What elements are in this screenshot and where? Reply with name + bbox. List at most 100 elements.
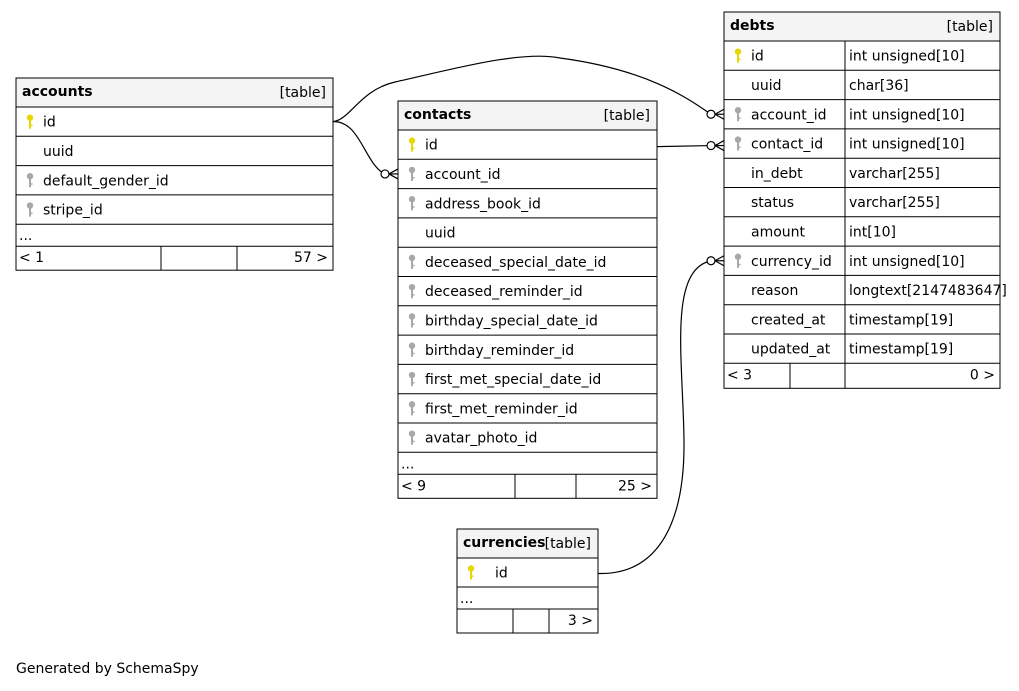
table-type-label: [table] [604,108,650,124]
column-name: reason [751,283,798,299]
foreign-key-icon [26,173,34,188]
column-name: in_debt [751,166,803,182]
table-accounts[interactable]: accounts [table] id uuid default_gender_idst… [15,77,334,271]
table-type-label: [table] [280,85,326,101]
column-name: id [43,115,56,131]
column-name: uuid [43,144,74,160]
relationship-edges [332,55,725,575]
relationship-debts-contact_id[interactable] [656,140,725,152]
column-row[interactable]: first_met_special_date_id [398,371,657,395]
column-row[interactable]: uuid char[36] [724,70,1000,101]
column-name: contact_id [751,137,823,153]
column-name: deceased_special_date_id [425,255,606,271]
children-count: 0 > [970,367,995,383]
column-name: avatar_photo_id [425,431,537,447]
table-name: debts [730,18,775,34]
crows-foot-marker [380,168,399,180]
column-name: first_met_special_date_id [425,372,601,388]
table-name: currencies [463,535,545,551]
column-name: id [495,566,508,582]
column-type: int unsigned[10] [849,137,965,153]
relationship-debts-currency_id[interactable] [597,255,725,575]
column-row[interactable]: account_id [398,166,657,190]
foreign-key-icon [408,254,416,269]
crows-foot-marker [706,255,725,267]
column-name: account_id [751,107,827,123]
column-row[interactable]: reason longtext[2147483647] [724,275,1007,306]
more-columns-ellipsis: ... [19,228,32,244]
relationship-debts-account_id[interactable] [332,55,725,123]
column-name: uuid [751,78,782,94]
relationship-contacts-account_id[interactable] [332,121,399,180]
column-type: int[10] [849,224,896,240]
column-name: default_gender_id [43,173,169,189]
children-count: 3 > [568,613,593,629]
column-row[interactable]: first_met_reminder_id [398,401,657,424]
foreign-key-icon [26,202,34,217]
column-row[interactable]: uuid [398,226,657,248]
column-row[interactable]: address_book_id [398,196,657,219]
foreign-key-icon [408,166,416,181]
column-name: status [751,195,794,211]
column-name: deceased_reminder_id [425,284,583,300]
column-row[interactable]: in_debt varchar[255] [724,158,1000,188]
children-count: 57 > [294,250,328,266]
foreign-key-icon [408,371,416,387]
column-row[interactable]: deceased_special_date_id [398,254,657,277]
column-type: char[36] [849,78,909,94]
foreign-key-icon [408,401,416,416]
column-row[interactable]: stripe_id [16,202,333,225]
column-row[interactable]: status varchar[255] [724,187,1000,218]
column-type: int unsigned[10] [849,254,965,270]
column-name: birthday_reminder_id [425,343,574,359]
parents-count: < 1 [19,250,44,266]
parents-count: < 9 [401,478,426,494]
column-row[interactable]: contact_id int unsigned[10] [724,128,1000,159]
crows-foot-marker [706,108,725,120]
column-row[interactable]: account_id int unsigned[10] [724,99,1000,130]
column-row[interactable]: id [398,137,657,160]
table-contacts[interactable]: contacts[table]idaccount_idaddress_book_… [397,100,658,499]
table-type-label: [table] [545,536,591,552]
column-type: int unsigned[10] [849,49,965,65]
column-type: varchar[255] [849,166,940,182]
table-name: accounts [22,84,93,100]
foreign-key-icon [408,283,416,299]
table-nav-row: < 1 57 > [19,246,328,271]
primary-key-icon [408,137,416,152]
table-currencies[interactable]: currencies[table] id... 3 > [456,528,599,634]
column-row[interactable]: id [457,565,598,588]
foreign-key-icon [408,342,416,357]
column-row[interactable]: default_gender_id [16,173,333,196]
table-nav-row: 3 > [512,609,593,633]
column-row[interactable]: id [16,114,333,137]
crows-foot-marker [706,140,725,152]
column-type: longtext[2147483647] [849,283,1007,299]
column-row[interactable]: avatar_photo_id [398,430,657,453]
column-type: varchar[255] [849,195,940,211]
foreign-key-icon [734,136,742,151]
column-name: address_book_id [425,196,541,212]
table-type-label: [table] [947,19,993,35]
column-name: created_at [751,312,826,328]
more-columns-ellipsis: ... [460,591,473,607]
column-name: uuid [425,226,456,242]
column-row[interactable]: deceased_reminder_id [398,283,657,307]
foreign-key-icon [408,196,416,211]
column-name: stripe_id [43,203,103,219]
foreign-key-icon [734,107,742,122]
column-row[interactable]: birthday_reminder_id [398,342,657,365]
column-row[interactable]: uuid [16,144,333,167]
column-name: updated_at [751,342,831,358]
column-row[interactable]: birthday_special_date_id [398,313,657,336]
column-name: birthday_special_date_id [425,313,598,329]
column-type: int unsigned[10] [849,107,965,123]
